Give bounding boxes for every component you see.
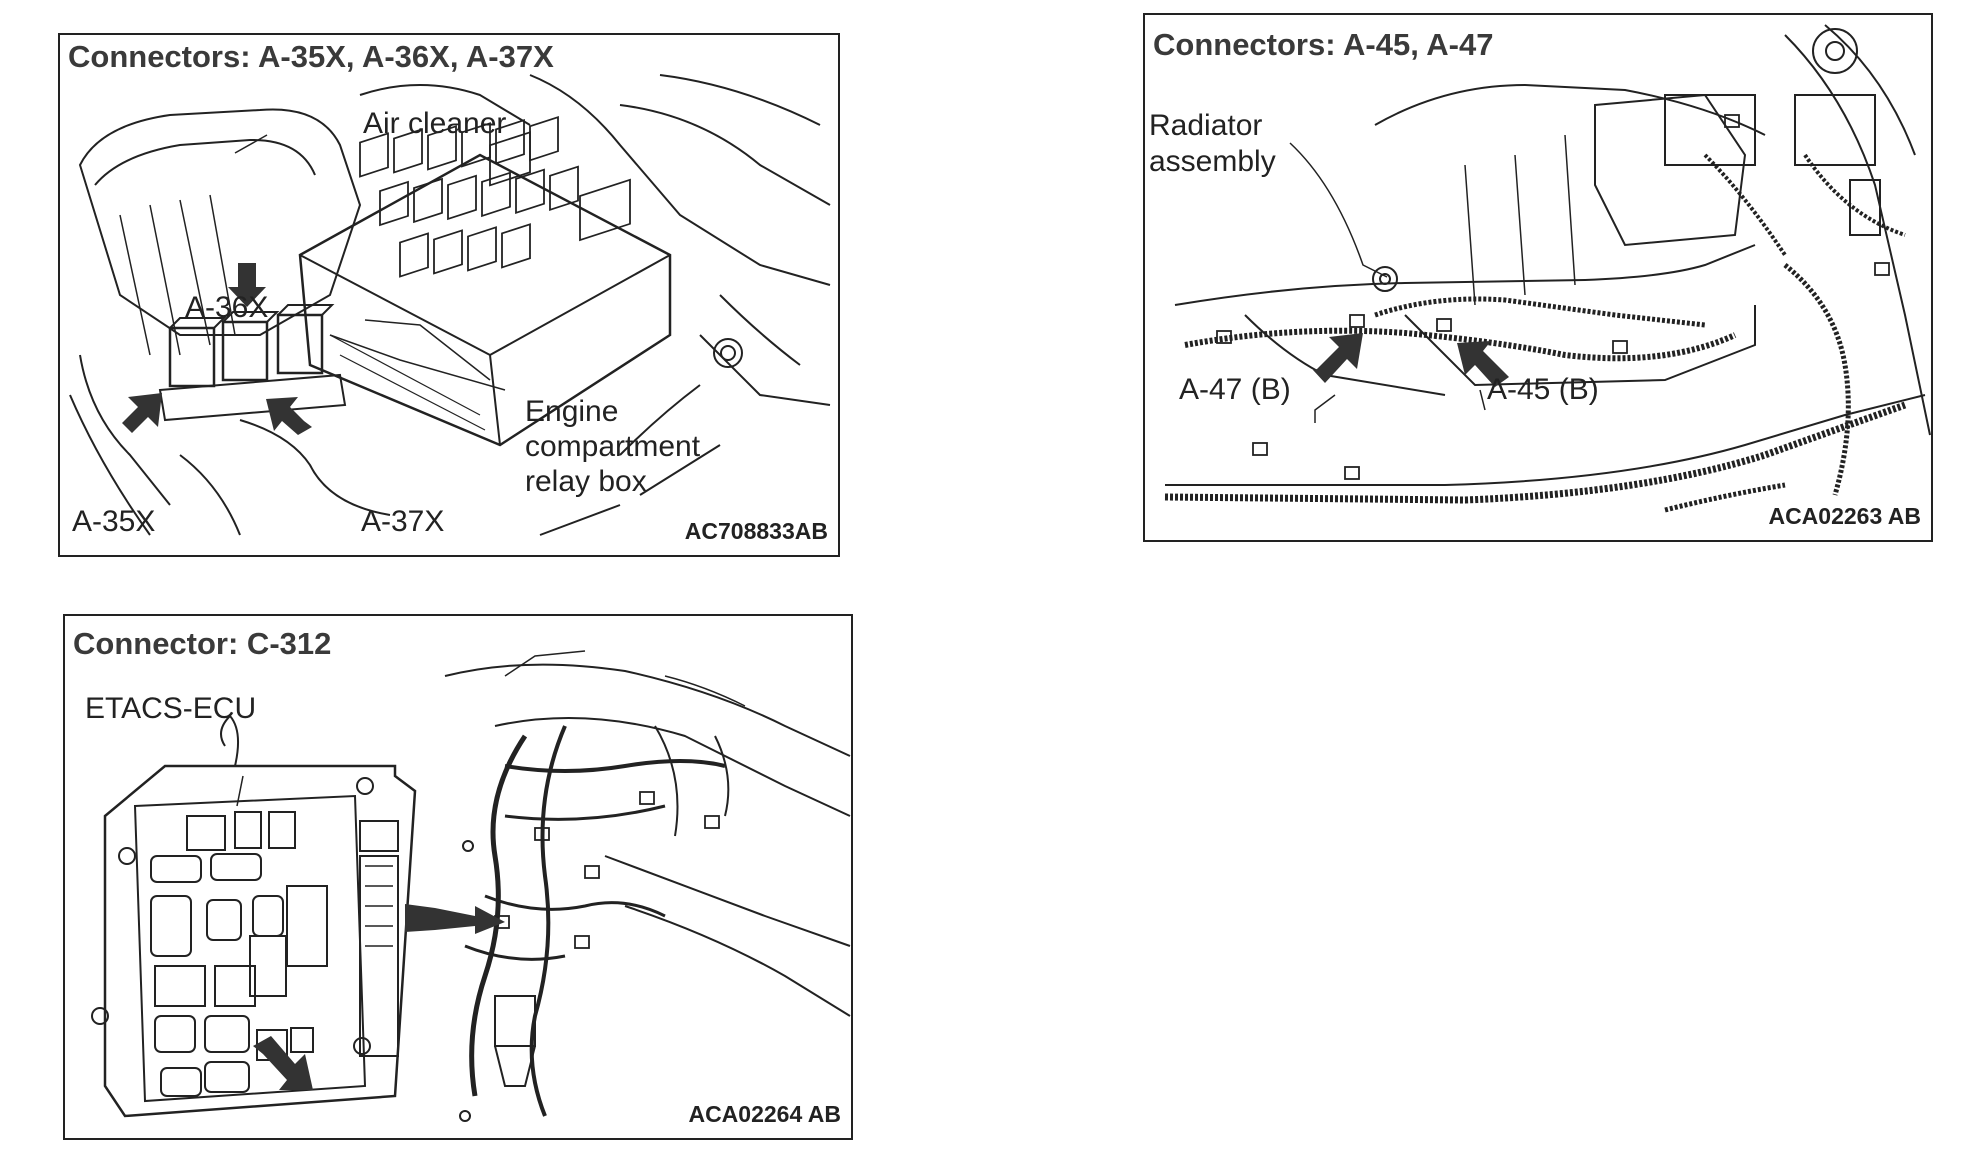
- diagram-panel-a35x-a36x-a37x: Connectors: A-35X, A-36X, A-37X Air clea…: [58, 33, 840, 557]
- engine-bay-relay-box-illustration: [69, 74, 831, 536]
- diagram-panel-a45-a47: Connectors: A-45, A-47 Radiator assembly…: [1143, 13, 1933, 542]
- label-a35x: A-35X: [72, 505, 156, 538]
- diagram-panel-c312: Connector: C-312 ETACS-ECU ACA02264 AB: [63, 614, 853, 1140]
- panel-title: Connectors: A-45, A-47: [1153, 27, 1494, 62]
- radiator-harness-illustration: [1164, 24, 1931, 513]
- label-a45b: A-45 (B): [1487, 373, 1599, 406]
- panel-title: Connectors: A-35X, A-36X, A-37X: [68, 39, 554, 74]
- label-engine-relay-box-line3: relay box: [525, 465, 647, 498]
- label-radiator-line2: assembly: [1149, 145, 1276, 178]
- label-air-cleaner: Air cleaner: [363, 107, 507, 140]
- label-engine-relay-box-line2: compartment: [525, 430, 701, 463]
- label-a36x: A-36X: [185, 291, 269, 324]
- label-radiator-line1: Radiator: [1149, 109, 1263, 142]
- label-etacs-ecu: ETACS-ECU: [85, 692, 257, 725]
- figure-code: AC708833AB: [684, 518, 828, 544]
- label-a37x: A-37X: [361, 505, 445, 538]
- figure-code: ACA02263 AB: [1768, 503, 1921, 529]
- etacs-ecu-dash-illustration: [91, 650, 851, 1122]
- label-engine-relay-box-line1: Engine: [525, 395, 619, 428]
- label-a47b: A-47 (B): [1179, 373, 1291, 406]
- figure-code: ACA02264 AB: [688, 1101, 841, 1127]
- panel-title: Connector: C-312: [73, 626, 332, 661]
